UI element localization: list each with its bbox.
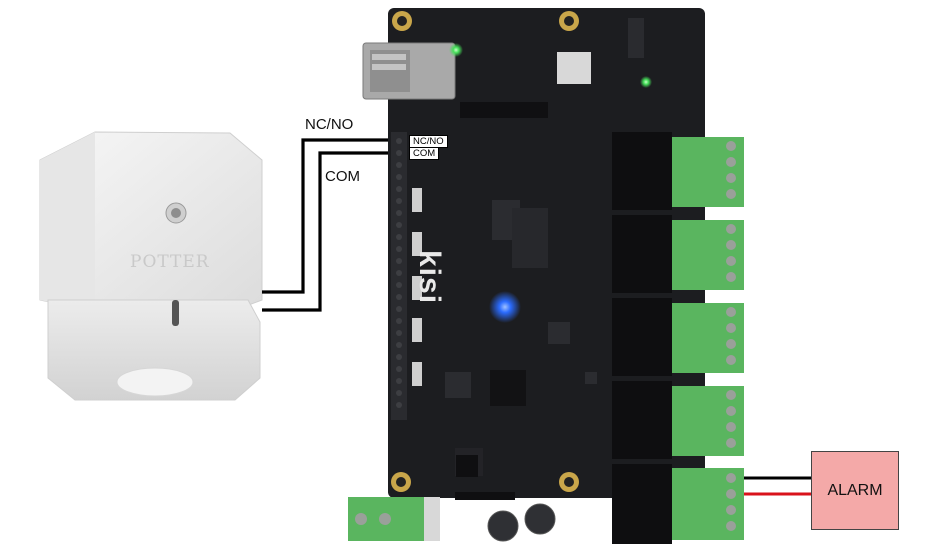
ethernet-port xyxy=(362,42,456,100)
relay-4 xyxy=(612,381,744,459)
alarm-wires xyxy=(744,476,811,496)
alarm-label: ALARM xyxy=(827,481,883,499)
relay-5 xyxy=(612,464,744,544)
relay-1 xyxy=(612,132,744,210)
door-contact-sensor xyxy=(39,131,263,401)
alarm-device: ALARM xyxy=(811,451,899,530)
relay-3 xyxy=(612,298,744,376)
sensor-wires xyxy=(262,138,404,312)
sensor-brand-label: POTTER xyxy=(130,252,210,272)
power-terminal xyxy=(348,497,440,541)
relay-outputs xyxy=(612,132,744,544)
wire-label-com: COM xyxy=(325,168,360,185)
relay-2 xyxy=(612,215,744,293)
status-led-green xyxy=(449,43,463,57)
terminal-tag-com: COM xyxy=(409,147,440,160)
status-led-blue xyxy=(489,291,521,323)
wire-label-nc-no: NC/NO xyxy=(305,116,354,133)
board-brand-logo: kisi xyxy=(413,250,446,305)
capacitor xyxy=(487,510,519,542)
capacitor xyxy=(524,503,556,535)
status-led-green xyxy=(640,76,652,88)
